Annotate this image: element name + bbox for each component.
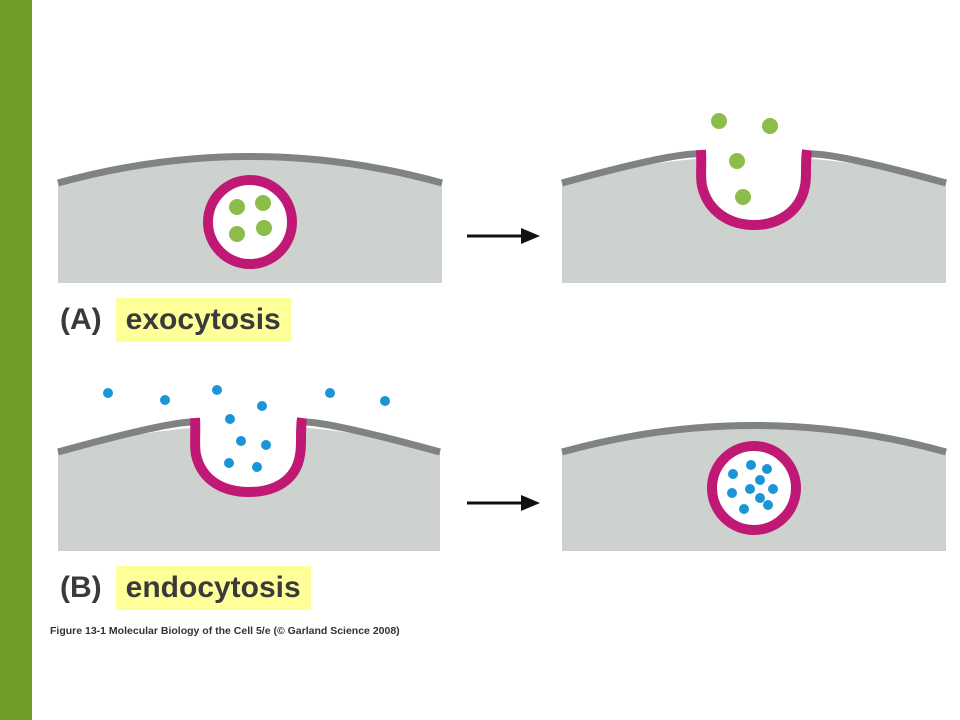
figure-caption: Figure 13-1 Molecular Biology of the Cel… bbox=[50, 625, 400, 637]
cargo-molecule bbox=[380, 396, 390, 406]
panel-letter: (B) bbox=[60, 571, 102, 604]
panel-title-highlight: endocytosis bbox=[115, 566, 311, 610]
endocytic-vesicle bbox=[707, 441, 801, 535]
secretory-vesicle bbox=[203, 175, 297, 269]
plasma-membrane bbox=[561, 150, 702, 187]
cargo-molecule bbox=[229, 199, 245, 215]
cargo-molecule bbox=[763, 500, 773, 510]
cargo-molecule bbox=[252, 462, 262, 472]
panel-b-label: (B) endocytosis bbox=[60, 566, 311, 610]
endocytosis-before-cell bbox=[57, 385, 441, 551]
released-cargo-molecule bbox=[762, 118, 778, 134]
cargo-molecule bbox=[261, 440, 271, 450]
cargo-molecule bbox=[727, 488, 737, 498]
cargo-molecule bbox=[212, 385, 222, 395]
plasma-membrane bbox=[561, 422, 947, 456]
cargo-molecule bbox=[103, 388, 113, 398]
released-cargo-molecule bbox=[729, 153, 745, 169]
cargo-molecule bbox=[745, 484, 755, 494]
released-cargo-molecule bbox=[711, 113, 727, 129]
cargo-molecule bbox=[236, 436, 246, 446]
panel-letter: (A) bbox=[60, 303, 102, 336]
cargo-molecule bbox=[257, 401, 267, 411]
fusion-pocket-interior bbox=[701, 154, 807, 225]
plasma-membrane bbox=[301, 418, 441, 456]
cargo-molecule bbox=[229, 226, 245, 242]
cargo-molecule bbox=[728, 469, 738, 479]
cargo-molecule bbox=[746, 460, 756, 470]
cargo-molecule bbox=[256, 220, 272, 236]
plasma-membrane bbox=[806, 150, 947, 187]
cargo-molecule bbox=[224, 458, 234, 468]
invaginating-membrane bbox=[190, 417, 307, 498]
cargo-molecule bbox=[225, 414, 235, 424]
endocytosis-after-cell bbox=[561, 422, 947, 551]
extracellular-cargo bbox=[103, 385, 390, 472]
exocytosis-after-cell bbox=[561, 113, 947, 283]
cargo-molecule bbox=[755, 475, 765, 485]
side-accent-bar bbox=[0, 0, 32, 720]
exocytosis-arrow bbox=[467, 228, 540, 244]
panel-title-highlight: exocytosis bbox=[115, 298, 291, 342]
cargo-molecule bbox=[255, 195, 271, 211]
plasma-membrane bbox=[57, 418, 196, 456]
cargo-molecule bbox=[325, 388, 335, 398]
invagination-interior bbox=[195, 422, 302, 492]
panel-a-label: (A) exocytosis bbox=[60, 298, 291, 342]
exocytosis-before-cell bbox=[57, 153, 443, 283]
cargo-molecule bbox=[739, 504, 749, 514]
fused-vesicle-membrane bbox=[696, 149, 812, 231]
endocytosis-arrow bbox=[467, 495, 540, 511]
cargo-molecule bbox=[768, 484, 778, 494]
cargo-molecule bbox=[160, 395, 170, 405]
plasma-membrane bbox=[57, 153, 443, 187]
cargo-molecule bbox=[762, 464, 772, 474]
cargo-molecule bbox=[755, 493, 765, 503]
released-cargo-molecule bbox=[735, 189, 751, 205]
